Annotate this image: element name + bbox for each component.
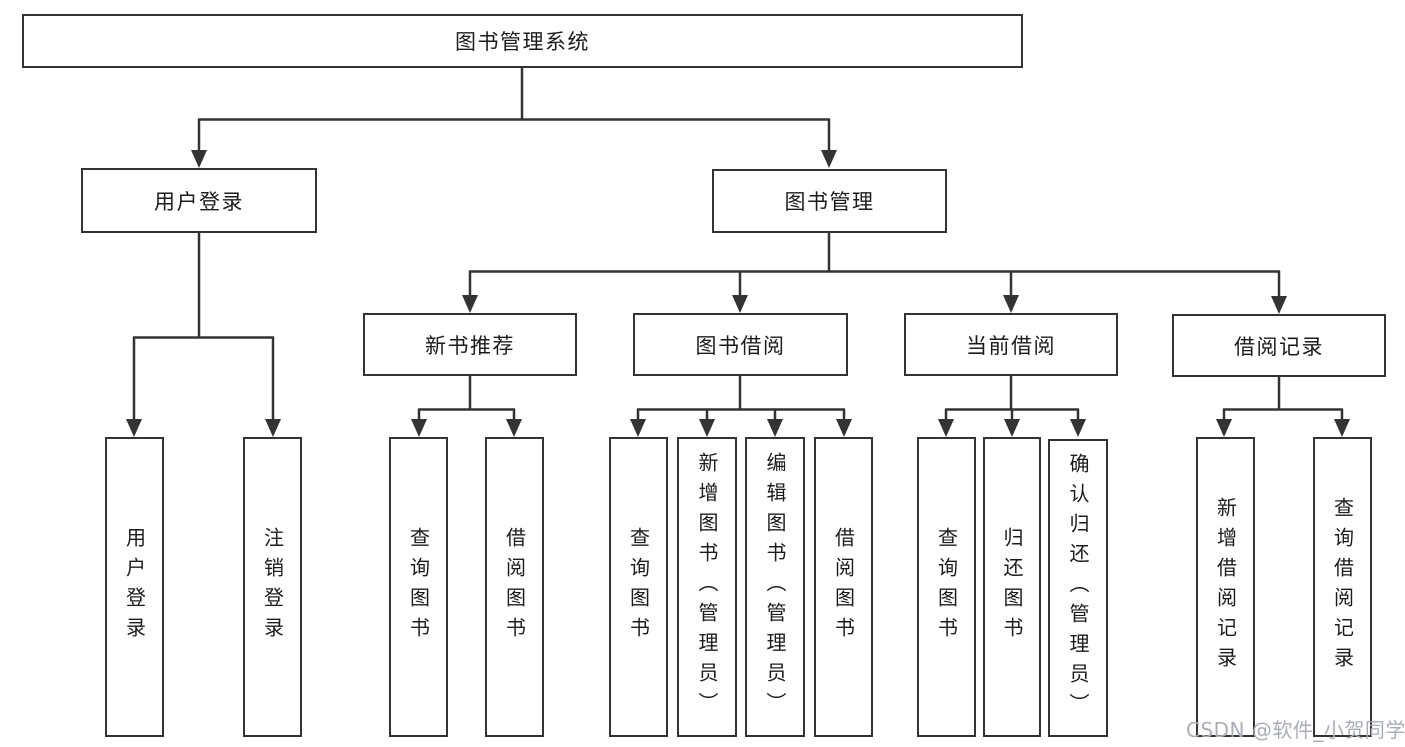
arrow-head	[191, 150, 207, 168]
node-label: 编辑图书（管理员）	[763, 452, 787, 722]
arrow-head	[630, 419, 646, 437]
arrow-head	[1003, 295, 1019, 313]
connector-userlogin-to-leaves	[132, 233, 275, 423]
node-label: 用户登录	[154, 189, 244, 214]
arrow-head	[265, 419, 281, 437]
node-label: 图书管理系统	[455, 30, 590, 54]
node-leaf-borrowing-borrow-book: 借阅图书	[814, 437, 873, 737]
connector-root-to-level2	[197, 68, 831, 152]
node-current-borrowing: 当前借阅	[904, 313, 1118, 376]
arrow-head	[1271, 296, 1287, 314]
node-label: 新增图书（管理员）	[695, 452, 719, 722]
node-user-login: 用户登录	[81, 168, 317, 233]
arrow-head	[767, 419, 783, 437]
arrow-head	[821, 150, 837, 168]
node-label: 当前借阅	[966, 333, 1056, 358]
node-label: 新增借阅记录	[1213, 497, 1238, 677]
node-borrowing-records: 借阅记录	[1172, 314, 1386, 377]
arrow-head	[1070, 419, 1086, 437]
arrow-head	[836, 419, 852, 437]
arrow-head	[938, 419, 954, 437]
arrow-head	[462, 295, 478, 313]
node-leaf-current-return-book: 归还图书	[983, 437, 1041, 737]
node-leaf-current-confirm-return: 确认归还（管理员）	[1048, 439, 1108, 737]
node-label: 用户登录	[122, 527, 147, 647]
csdn-watermark: CSDN @软件_小贺同学	[1186, 718, 1405, 742]
connector-recommend-to-leaves	[417, 376, 516, 423]
node-label: 新书推荐	[425, 333, 515, 358]
connector-bookmgmt-to-level3	[468, 233, 1281, 298]
node-label: 查询图书	[934, 527, 959, 647]
node-leaf-records-query-record: 查询借阅记录	[1313, 437, 1372, 737]
arrowheads	[126, 150, 1350, 437]
arrow-head	[732, 295, 748, 313]
node-label: 图书管理	[784, 190, 875, 214]
node-label: 注销登录	[260, 527, 285, 647]
node-label: 借阅图书	[502, 527, 527, 647]
node-leaf-borrowing-add-book: 新增图书（管理员）	[677, 437, 737, 737]
arrow-head	[699, 419, 715, 437]
connector-current-to-leaves	[944, 376, 1080, 423]
node-leaf-borrowing-query-book: 查询图书	[609, 437, 668, 737]
node-leaf-borrowing-edit-book: 编辑图书（管理员）	[745, 437, 805, 737]
node-leaf-user-login: 用户登录	[105, 437, 164, 737]
node-label: 借阅记录	[1234, 334, 1324, 359]
arrow-head	[1004, 419, 1020, 437]
arrow-head	[1334, 419, 1350, 437]
node-label: 查询图书	[406, 527, 431, 647]
connector-records-to-leaves	[1222, 377, 1344, 423]
node-book-management: 图书管理	[712, 169, 947, 233]
arrow-head	[126, 419, 142, 437]
node-leaf-records-add-record: 新增借阅记录	[1196, 437, 1255, 737]
arrow-head	[411, 419, 427, 437]
node-label: 图书借阅	[695, 333, 786, 358]
node-leaf-recommend-query-book: 查询图书	[389, 437, 448, 737]
node-library-management-system: 图书管理系统	[22, 14, 1023, 68]
node-leaf-recommend-borrow-book: 借阅图书	[485, 437, 544, 737]
node-new-book-recommend: 新书推荐	[363, 313, 577, 376]
node-label: 确认归还（管理员）	[1066, 453, 1090, 723]
node-label: 查询图书	[626, 527, 651, 647]
arrow-head	[1216, 419, 1232, 437]
node-label: 借阅图书	[831, 527, 856, 647]
connector-borrowing-to-leaves	[636, 376, 846, 423]
node-label: 归还图书	[1000, 527, 1024, 647]
node-leaf-logout-login: 注销登录	[243, 437, 302, 737]
node-label: 查询借阅记录	[1330, 497, 1355, 677]
arrow-head	[506, 419, 522, 437]
node-book-borrowing: 图书借阅	[633, 313, 848, 376]
node-leaf-current-query-book: 查询图书	[917, 437, 976, 737]
